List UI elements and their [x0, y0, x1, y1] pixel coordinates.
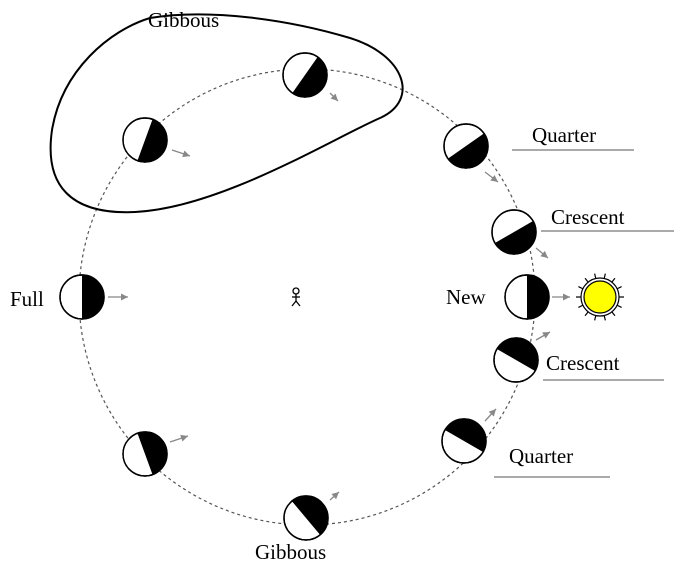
- arrow-icon: [484, 408, 497, 422]
- moon-shadow: [494, 221, 536, 254]
- moon-gibbous-icon: [122, 117, 168, 163]
- arrow-icon: [552, 293, 570, 301]
- arrows-group: [108, 92, 570, 501]
- label-new: New: [446, 285, 486, 309]
- moon-shadow: [527, 275, 549, 319]
- moon-shadow: [137, 119, 167, 162]
- moon-gibbous-icon: [282, 52, 328, 98]
- moon-gibbous-icon: [283, 495, 329, 541]
- arrow-icon: [329, 491, 340, 501]
- moon-shadow: [292, 56, 327, 97]
- label-quarter-upper: Quarter: [532, 123, 596, 147]
- moon-shadow: [496, 338, 538, 371]
- label-gibbous-top: Gibbous: [148, 8, 219, 32]
- label-gibbous-bottom: Gibbous: [255, 540, 326, 563]
- moon-full-icon: [59, 274, 105, 320]
- moon-quarter-icon: [443, 123, 489, 169]
- arrow-icon: [535, 247, 549, 259]
- stick-figure-icon: [291, 287, 301, 307]
- moon-shadow: [82, 275, 104, 319]
- moon-shadow: [447, 133, 488, 168]
- sun-icon: [576, 273, 624, 321]
- arrow-icon: [171, 149, 191, 158]
- label-quarter-lower: Quarter: [509, 444, 573, 468]
- gibbous-highlight-loop: [49, 13, 404, 214]
- moon-shadow: [291, 496, 328, 535]
- moon-shadow: [444, 419, 486, 452]
- moons-group: [59, 52, 550, 541]
- moon-new-icon: [504, 274, 550, 320]
- label-crescent-upper: Crescent: [551, 205, 625, 229]
- moon-quarter-icon: [441, 418, 487, 464]
- moon-crescent-icon: [491, 209, 537, 255]
- moon-crescent-icon: [493, 337, 539, 383]
- arrow-icon: [329, 92, 339, 102]
- label-full: Full: [10, 287, 44, 311]
- moon-shadow: [137, 432, 167, 475]
- arrow-icon: [108, 293, 128, 301]
- arrow-icon: [169, 434, 189, 443]
- moon-gibbous-icon: [122, 431, 168, 477]
- label-crescent-lower: Crescent: [546, 351, 620, 375]
- arrow-icon: [535, 331, 551, 341]
- arrow-icon: [484, 171, 499, 183]
